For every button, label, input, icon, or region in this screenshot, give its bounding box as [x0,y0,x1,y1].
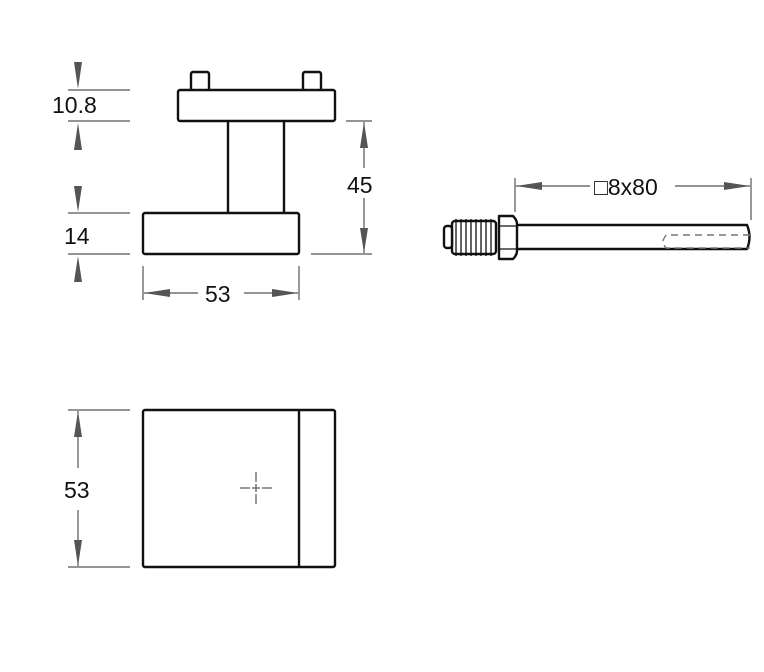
threaded-stud [450,219,498,256]
stud-tip [442,224,454,250]
hex-nut [497,214,519,261]
dim-label-8x80: □8x80 [594,174,658,200]
dim-base-thickness: 14 [64,186,130,282]
center-mark [240,472,272,504]
thread-lines [455,219,492,256]
side-view [141,70,337,256]
spindle-rod [513,223,751,251]
dim-spindle-size: □8x80 [514,174,752,220]
dim-top-plate-thickness: 10.8 [52,62,130,150]
dim-label-53-height: 53 [64,477,90,503]
dim-label-10-8: 10.8 [52,92,97,118]
dim-label-45: 45 [347,172,373,198]
dim-label-14: 14 [64,223,90,249]
spindle-view [442,214,751,261]
dim-label-53-width: 53 [205,281,231,307]
top-view [141,408,337,569]
stem [226,118,286,216]
top-view-body [141,408,337,569]
top-plate [176,88,337,123]
dim-top-view-height: 53 [64,409,130,568]
dim-base-width: 53 [142,266,300,307]
base-block [141,211,301,256]
dim-overall-height: 45 [311,120,373,255]
